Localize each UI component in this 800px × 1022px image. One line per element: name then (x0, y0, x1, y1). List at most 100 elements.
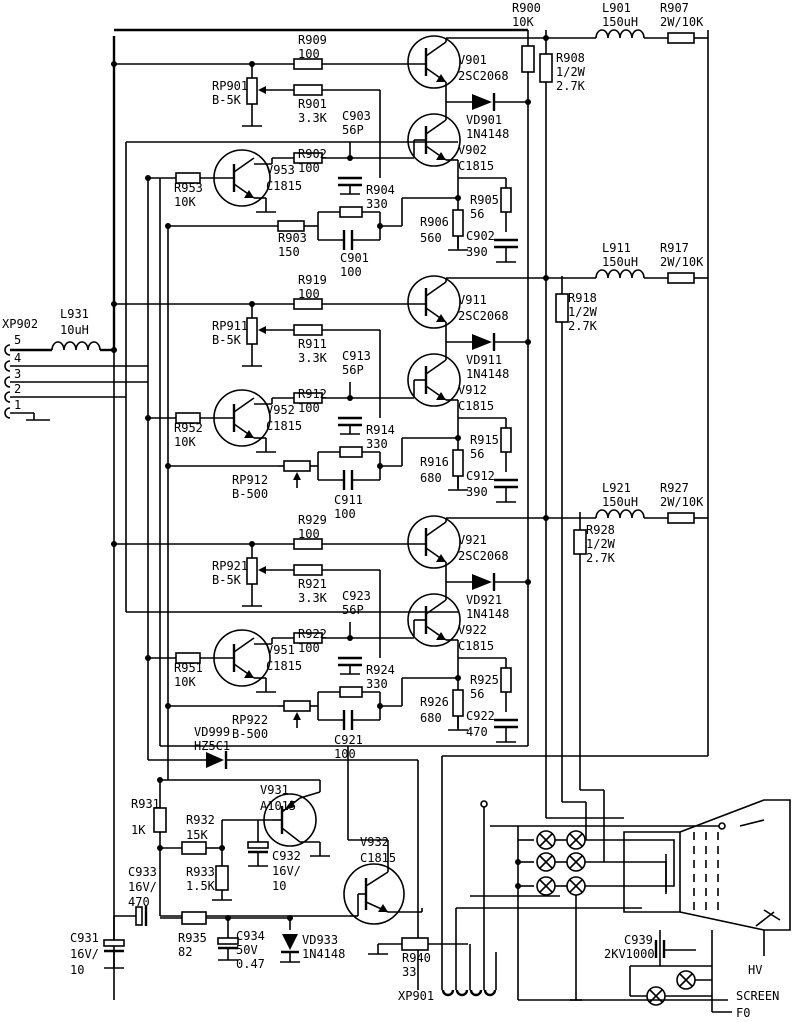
resistor-R951-label: R951 (174, 661, 203, 675)
capacitor-C903-label: C903 (342, 109, 371, 123)
resistor-R914-value: 330 (366, 437, 388, 451)
inductor-L901-label: L901 (602, 1, 631, 15)
main-supply-bus (112, 28, 709, 1000)
capacitor-C902-value: 390 (466, 245, 488, 259)
resistor-R935-label: R935 (178, 931, 207, 945)
transistor-V902-type: C1815 (458, 159, 494, 173)
diode-VD901-type: 1N4148 (466, 127, 509, 141)
resistor-R927-value: 2W/10K (660, 495, 704, 509)
resistor-R904-value: 330 (366, 197, 388, 211)
channel-1: V9012SC2068R909100L901150uHR9072W/10KR90… (111, 1, 708, 279)
potentiometer-RP911-value: B-5K (212, 333, 242, 347)
resistor-R907-value: 2W/10K (660, 15, 704, 29)
capacitor-C903-value: 56P (342, 123, 364, 137)
capacitor-C934-label: C934 (236, 929, 265, 943)
resistor-R903-label: R903 (278, 231, 307, 245)
resistor-R905-label: R905 (470, 193, 499, 207)
resistor-R901-value: 3.3K (298, 111, 328, 125)
transistor-V901-label: V901 (458, 53, 487, 67)
transistor-V953-label: V953 (266, 163, 295, 177)
resistor-R900-label: R900 (512, 1, 541, 15)
resistor-R952-value: 10K (174, 435, 196, 449)
resistor-R925-value: 56 (470, 687, 484, 701)
inductor-L931: L931 10uH (51, 307, 117, 353)
transistor-V931: V931 A1015 (260, 783, 330, 857)
capacitor-C923-value: 56P (342, 603, 364, 617)
capacitor-C923-label: C923 (342, 589, 371, 603)
transistor-V953-type: C1815 (266, 179, 302, 193)
potentiometer-RP901-value: B-5K (212, 93, 242, 107)
resistor-R922-value: 100 (298, 641, 320, 655)
transistor-V932-label: V932 (360, 835, 389, 849)
resistor-R935: R935 82 (160, 911, 290, 959)
transistor-V931-type: A1015 (260, 799, 296, 813)
diode-VD911-type: 1N4148 (466, 367, 509, 381)
transistor-V901-type: 2SC2068 (458, 69, 509, 83)
capacitor-C921-label: C921 (334, 733, 363, 747)
label-F0: F0 (736, 1006, 750, 1020)
resistor-R919-value: 100 (298, 287, 320, 301)
resistor-R922-label: R922 (298, 627, 327, 641)
capacitor-C934-rating: 50V (236, 943, 258, 957)
resistor-R909-value: 100 (298, 47, 320, 61)
inductor-L911-label: L911 (602, 241, 631, 255)
resistor-R911-label: R911 (298, 337, 327, 351)
resistor-R927-label: R927 (660, 481, 689, 495)
potentiometer-RP912-label: RP912 (232, 473, 268, 487)
capacitor-C922-value: 470 (466, 725, 488, 739)
inductor-L901-value: 150uH (602, 15, 638, 29)
resistor-R953-label: R953 (174, 181, 203, 195)
resistor-R900: R900 10K (512, 1, 541, 73)
transistor-V932-type: C1815 (360, 851, 396, 865)
zener-VD999-type: HZ5C1 (194, 739, 230, 753)
resistor-R918-label: R918 (568, 291, 597, 305)
label-SCREEN: SCREEN (736, 989, 779, 1003)
capacitor-C934: C934 50V 0.47 (217, 918, 265, 971)
capacitor-C913-label: C913 (342, 349, 371, 363)
resistor-R928-power: 1/2W (586, 537, 616, 551)
pin-4-label: 4 (14, 351, 21, 365)
capacitor-C913-value: 56P (342, 363, 364, 377)
crt-socket: HV SCREEN F0 C939 2KV1000 (456, 30, 791, 1020)
resistor-R940: R940 33 (368, 937, 468, 979)
resistor-R902-value: 100 (298, 161, 320, 175)
potentiometer-RP921-label: RP921 (212, 559, 248, 573)
capacitor-C933-label: C933 (128, 865, 157, 879)
resistor-R903-value: 150 (278, 245, 300, 259)
resistor-R916-value: 680 (420, 471, 442, 485)
resistor-R929-label: R929 (298, 513, 327, 527)
resistor-R953-value: 10K (174, 195, 196, 209)
resistor-R921-label: R921 (298, 577, 327, 591)
potentiometer-RP922-label: RP922 (232, 713, 268, 727)
transistor-V951-type: C1815 (266, 659, 302, 673)
resistor-R908-value: 2.7K (556, 79, 586, 93)
capacitor-C932: C932 16V/ 10 (247, 820, 301, 893)
transistor-V921-type: 2SC2068 (458, 549, 509, 563)
resistor-R909-label: R909 (298, 33, 327, 47)
resistor-R908-power: 1/2W (556, 65, 586, 79)
inductor-L921-value: 150uH (602, 495, 638, 509)
transistor-V902-label: V902 (458, 143, 487, 157)
resistor-R931-label: R931 (131, 797, 160, 811)
capacitor-C901-label: C901 (340, 251, 369, 265)
capacitor-C932-label: C932 (272, 849, 301, 863)
resistor-R921-value: 3.3K (298, 591, 328, 605)
